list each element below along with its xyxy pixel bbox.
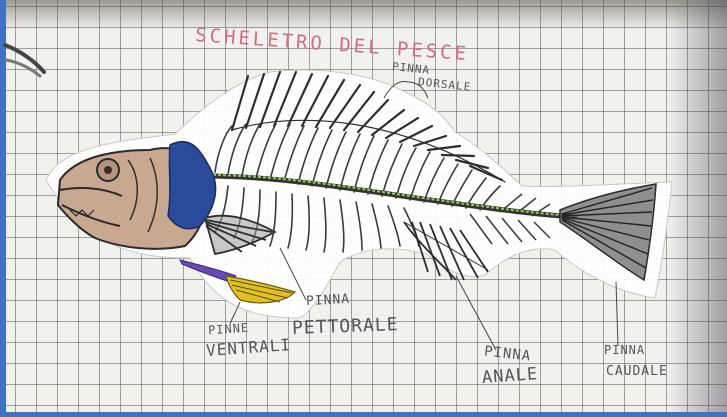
label-caudal-fin-line1: PINNA: [604, 343, 645, 357]
binder-ring-icon: [5, 45, 44, 76]
label-pectoral-fin-line1: PINNA: [306, 292, 351, 309]
label-caudal-fin-line2: CAUDALE: [606, 364, 668, 379]
label-ventral-fins-line1: PINNE: [208, 321, 250, 338]
label-pectoral-fin-line2: PETTORALE: [292, 314, 399, 339]
label-anal-fin-line2: ANALE: [481, 364, 538, 388]
